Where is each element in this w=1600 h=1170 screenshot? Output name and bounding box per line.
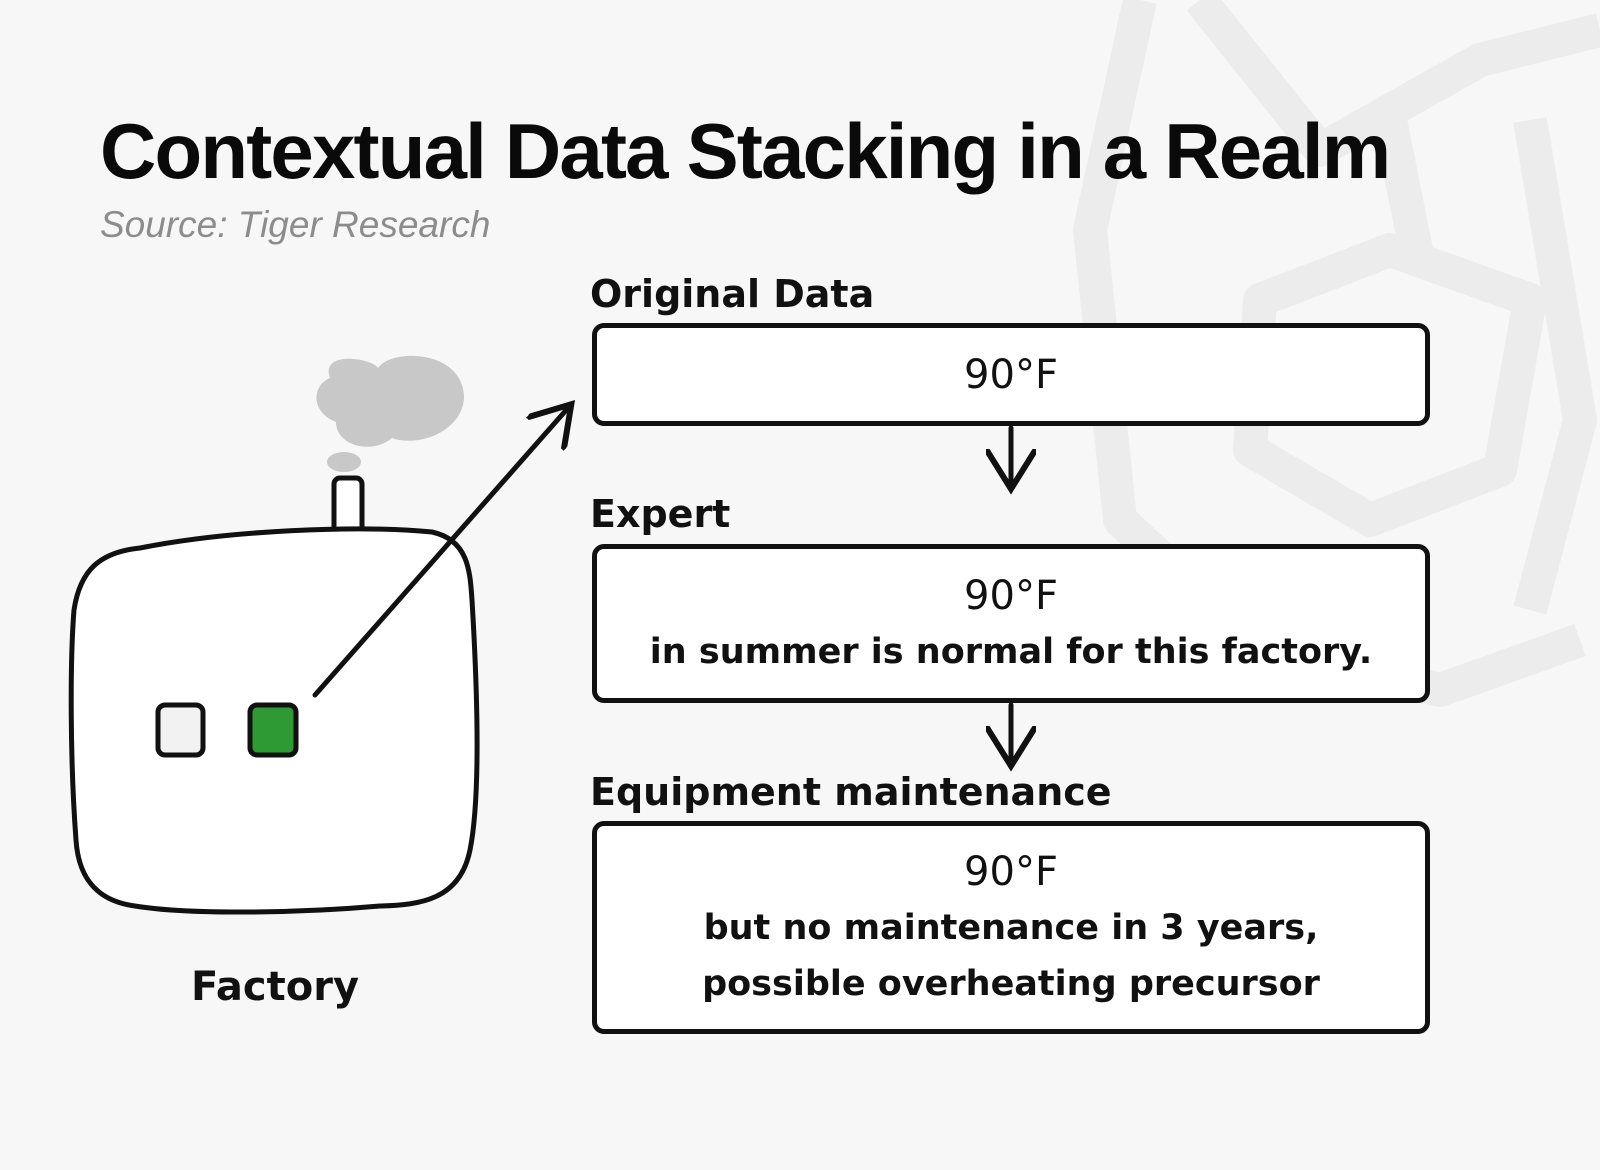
arrow-icon bbox=[312, 408, 568, 698]
stage-note: but no maintenance in 3 years, bbox=[703, 907, 1319, 948]
stage-label-expert: Expert bbox=[590, 492, 731, 536]
indicator-inactive bbox=[155, 702, 206, 758]
smoke-puff bbox=[327, 452, 361, 472]
stage-value: 90°F bbox=[964, 572, 1058, 619]
stage-note: in summer is normal for this factory. bbox=[649, 631, 1373, 672]
stage-value: 90°F bbox=[964, 848, 1058, 895]
smoke-icon bbox=[316, 355, 464, 472]
stage-box-expert: 90°F in summer is normal for this factor… bbox=[592, 544, 1430, 703]
stage-value: 90°F bbox=[964, 351, 1058, 398]
factory-icon bbox=[68, 475, 480, 915]
page-title: Contextual Data Stacking in a Realm bbox=[100, 107, 1391, 195]
stage-box-original-data: 90°F bbox=[592, 323, 1430, 426]
stage-label-equipment-maintenance: Equipment maintenance bbox=[590, 770, 1112, 814]
smoke-cloud bbox=[316, 355, 464, 447]
factory-label: Factory bbox=[190, 964, 360, 1010]
source-caption: Source: Tiger Research bbox=[100, 204, 491, 245]
stage-note: possible overheating precursor bbox=[702, 963, 1320, 1004]
indicator-active bbox=[247, 702, 299, 758]
stage-box-equipment-maintenance: 90°F but no maintenance in 3 years, poss… bbox=[592, 821, 1430, 1034]
stage-label-original-data: Original Data bbox=[590, 272, 875, 316]
